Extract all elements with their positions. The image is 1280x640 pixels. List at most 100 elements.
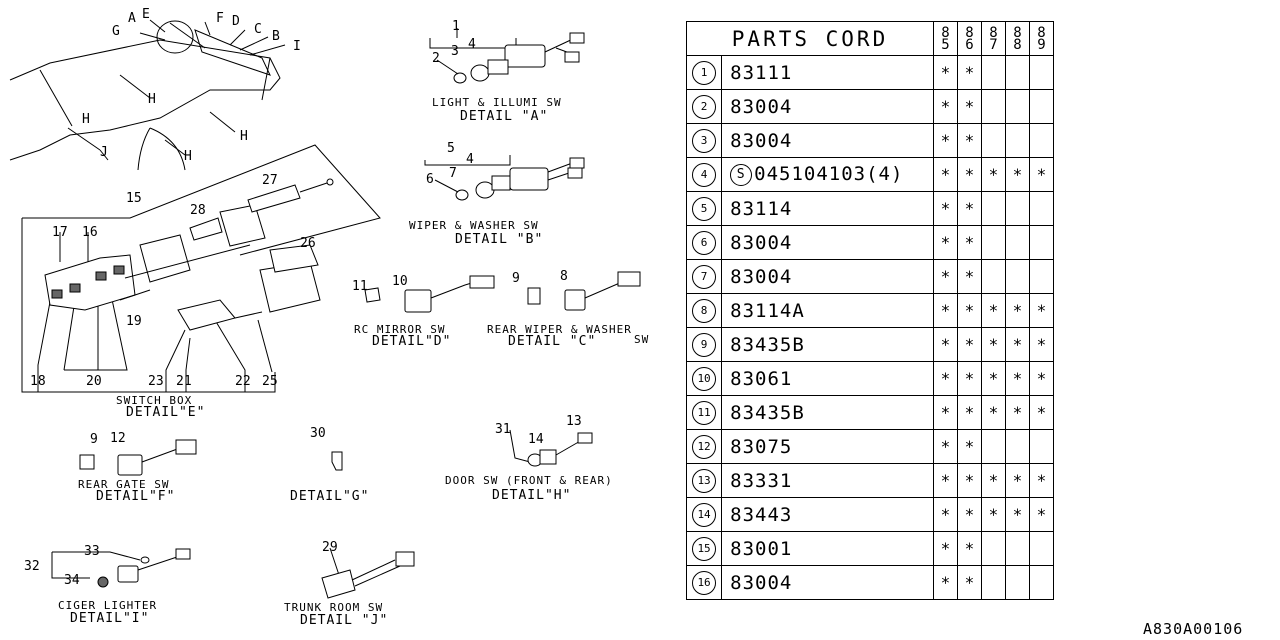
year-applicability-cell: * bbox=[957, 225, 982, 260]
year-applicability-cell: * bbox=[957, 429, 982, 464]
part-code-cell: 83435B bbox=[721, 327, 934, 362]
item-number-circle: 1 bbox=[692, 60, 717, 85]
exploded-parts-diagram: AEFDGCBIHHHHJ123454762715281716261918202… bbox=[9, 7, 649, 628]
applicability-mark: * bbox=[940, 301, 951, 320]
parts-cord-header: PARTS CORD bbox=[686, 21, 934, 56]
year-applicability-cell: * bbox=[933, 89, 958, 124]
part-code-cell: 83004 bbox=[721, 565, 934, 600]
year-applicability-cell: * bbox=[933, 565, 958, 600]
year-applicability-cell bbox=[1005, 531, 1030, 566]
year-applicability-cell: * bbox=[981, 361, 1006, 396]
year-applicability-cell bbox=[981, 429, 1006, 464]
applicability-mark: * bbox=[1012, 471, 1023, 490]
callout-label: 6 bbox=[426, 172, 434, 187]
year-applicability-cell: * bbox=[1029, 361, 1054, 396]
part-code: 83435B bbox=[730, 333, 805, 356]
applicability-mark: * bbox=[1012, 301, 1023, 320]
item-number-circle: 2 bbox=[692, 94, 717, 119]
callout-label: 32 bbox=[24, 559, 40, 574]
year-applicability-cell bbox=[981, 225, 1006, 260]
item-number-cell: 5 bbox=[685, 191, 723, 226]
applicability-mark: * bbox=[964, 131, 975, 150]
detail-caption-title: DOOR SW (FRONT & REAR) bbox=[445, 474, 613, 487]
year-applicability-cell: * bbox=[957, 531, 982, 566]
applicability-mark: * bbox=[1036, 471, 1047, 490]
applicability-mark: * bbox=[988, 335, 999, 354]
callout-label: 13 bbox=[566, 414, 582, 429]
year-applicability-cell bbox=[1029, 225, 1054, 260]
applicability-mark: * bbox=[940, 369, 951, 388]
applicability-mark: * bbox=[964, 199, 975, 218]
year-applicability-cell bbox=[981, 89, 1006, 124]
year-applicability-cell: * bbox=[957, 395, 982, 430]
applicability-mark: * bbox=[940, 573, 951, 592]
year-applicability-cell bbox=[1029, 429, 1054, 464]
applicability-mark: * bbox=[988, 165, 999, 184]
detail-caption-extra: SW bbox=[634, 333, 649, 346]
part-code: 83001 bbox=[730, 537, 793, 560]
detail-a-parts bbox=[429, 28, 585, 84]
callout-label: J bbox=[100, 145, 108, 160]
applicability-mark: * bbox=[964, 573, 975, 592]
callout-label: 26 bbox=[300, 236, 316, 251]
year-applicability-cell bbox=[1005, 89, 1030, 124]
item-number-circle: 14 bbox=[692, 502, 717, 527]
year-applicability-cell: * bbox=[1005, 497, 1030, 532]
applicability-mark: * bbox=[964, 505, 975, 524]
callout-label: E bbox=[142, 7, 150, 22]
item-number-cell: 10 bbox=[685, 361, 723, 396]
item-number-cell: 11 bbox=[685, 395, 723, 430]
part-code: 045104103(4) bbox=[754, 163, 904, 186]
part-code-cell: 83004 bbox=[721, 89, 934, 124]
part-code: 83061 bbox=[730, 367, 793, 390]
applicability-mark: * bbox=[1036, 403, 1047, 422]
year-applicability-cell: * bbox=[1029, 293, 1054, 328]
year-applicability-cell: * bbox=[981, 497, 1006, 532]
applicability-mark: * bbox=[940, 335, 951, 354]
applicability-mark: * bbox=[1012, 335, 1023, 354]
year-applicability-cell: * bbox=[933, 157, 958, 192]
year-applicability-cell: * bbox=[957, 293, 982, 328]
year-applicability-cell bbox=[1029, 89, 1054, 124]
year-applicability-cell: * bbox=[1005, 395, 1030, 430]
item-number-circle: 8 bbox=[692, 298, 717, 323]
callout-label: B bbox=[272, 29, 280, 44]
item-number-circle: 5 bbox=[692, 196, 717, 221]
applicability-mark: * bbox=[940, 131, 951, 150]
year-applicability-cell: * bbox=[933, 497, 958, 532]
year-applicability-cell: * bbox=[957, 361, 982, 396]
callout-label: I bbox=[293, 39, 301, 54]
applicability-mark: * bbox=[1012, 165, 1023, 184]
applicability-mark: * bbox=[964, 403, 975, 422]
applicability-mark: * bbox=[964, 63, 975, 82]
callout-label: H bbox=[148, 92, 156, 107]
applicability-mark: * bbox=[1036, 301, 1047, 320]
item-number-cell: 15 bbox=[685, 531, 723, 566]
year-applicability-cell: * bbox=[933, 361, 958, 396]
detail-caption-label: DETAIL"E" bbox=[126, 405, 205, 420]
part-code: 83331 bbox=[730, 469, 793, 492]
item-number-cell: 16 bbox=[685, 565, 723, 600]
year-applicability-cell: * bbox=[1005, 361, 1030, 396]
detail-caption-title: TRUNK ROOM SW bbox=[284, 601, 383, 614]
applicability-mark: * bbox=[964, 335, 975, 354]
year-applicability-cell bbox=[1005, 225, 1030, 260]
item-number-cell: 1 bbox=[685, 55, 723, 90]
callout-label: 21 bbox=[176, 374, 192, 389]
detail-caption-label: DETAIL "C" bbox=[508, 334, 596, 349]
applicability-mark: * bbox=[940, 505, 951, 524]
callout-label: 22 bbox=[235, 374, 251, 389]
applicability-mark: * bbox=[964, 369, 975, 388]
standard-part-symbol: S bbox=[730, 163, 753, 186]
item-number-circle: 11 bbox=[692, 400, 717, 425]
callout-label: 31 bbox=[495, 422, 511, 437]
year-applicability-cell: * bbox=[957, 123, 982, 158]
applicability-mark: * bbox=[988, 403, 999, 422]
year-applicability-cell: * bbox=[933, 191, 958, 226]
year-applicability-cell: * bbox=[957, 463, 982, 498]
callout-label: F bbox=[216, 11, 224, 26]
